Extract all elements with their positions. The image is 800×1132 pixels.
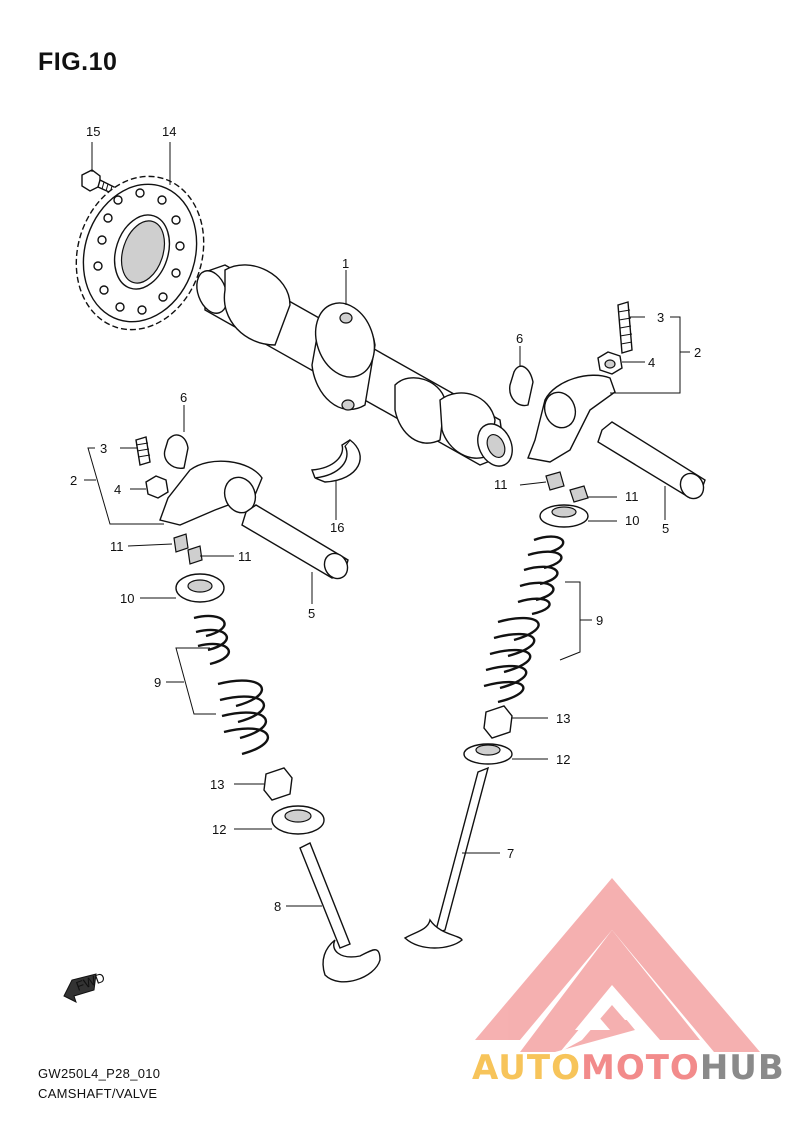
callout-16: 16 [330, 520, 344, 535]
callout-2-right: 2 [694, 345, 701, 360]
callout-3-right: 3 [657, 310, 664, 325]
diagram-code: GW250L4_P28_010 [38, 1066, 161, 1081]
callout-6-right: 6 [516, 331, 523, 346]
fwd-arrow-icon [63, 973, 97, 1003]
callout-4-left: 4 [114, 482, 121, 497]
callout-13-left: 13 [210, 777, 224, 792]
callout-15: 15 [86, 124, 100, 139]
callout-11-right-a: 11 [494, 477, 508, 492]
callout-6-left: 6 [180, 390, 187, 405]
part-14-cam-sprocket [75, 175, 205, 331]
watermark-text: AUTOMOTOHUB [472, 1048, 785, 1088]
watermark-part-auto: AUTO [472, 1048, 581, 1088]
leader-lines [84, 142, 690, 907]
watermark-part-moto: MOTO [580, 1048, 700, 1088]
callout-11-right-b: 11 [625, 489, 639, 504]
callout-10-right: 10 [625, 513, 639, 528]
left-rocker-arm-assembly [135, 434, 349, 580]
callout-5-right: 5 [662, 521, 669, 536]
callout-12-left: 12 [212, 822, 226, 837]
callout-11-left-a: 11 [110, 539, 124, 554]
right-rocker-arm-assembly [509, 301, 706, 500]
callout-3-left: 3 [100, 441, 107, 456]
watermark-logo [475, 878, 760, 1052]
callout-7: 7 [507, 846, 514, 861]
diagram-caption: CAMSHAFT/VALVE [38, 1086, 158, 1101]
callout-9-right: 9 [596, 613, 603, 628]
callout-9-left: 9 [154, 675, 161, 690]
callout-4-right: 4 [648, 355, 655, 370]
callout-labels: 15 14 1 16 3 4 2 6 11 11 10 5 9 13 12 7 … [70, 124, 701, 994]
right-valve-train [403, 471, 589, 949]
watermark-part-hub: HUB [699, 1048, 785, 1088]
callout-10-left: 10 [120, 591, 134, 606]
callout-13-right: 13 [556, 711, 570, 726]
callout-5-left: 5 [308, 606, 315, 621]
callout-12-right: 12 [556, 752, 570, 767]
callout-1: 1 [342, 256, 349, 271]
figure-title: FIG.10 [38, 48, 118, 76]
part-1-camshaft [196, 264, 513, 467]
callout-8: 8 [274, 899, 281, 914]
left-valve-train [173, 533, 381, 983]
callout-11-left-b: 11 [238, 549, 252, 564]
callout-2-left: 2 [70, 473, 77, 488]
part-16-retainer [311, 439, 361, 483]
callout-14: 14 [162, 124, 176, 139]
